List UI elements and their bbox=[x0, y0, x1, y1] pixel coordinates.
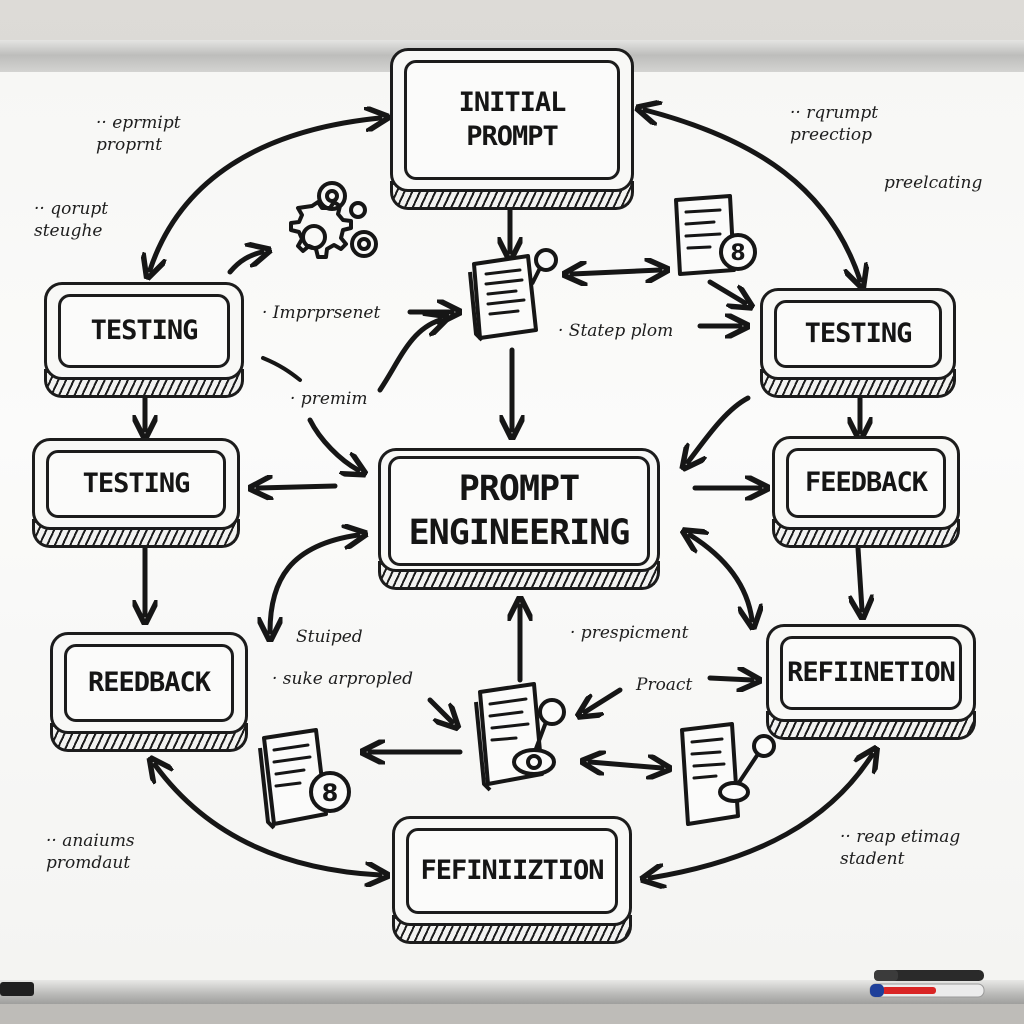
document-icon bbox=[468, 248, 558, 342]
arrow-right-up bbox=[688, 395, 751, 462]
annotation-bottom-left: ·· anaiums promdaut bbox=[46, 831, 135, 873]
wall-bottom bbox=[0, 1004, 1024, 1024]
node-feedback-left[interactable]: REEDBACK bbox=[50, 632, 248, 752]
document-badge-icon: 8 bbox=[674, 194, 757, 276]
node-testing-left-top[interactable]: TESTING bbox=[44, 282, 244, 398]
annotation-statep-plom: · Statep plom bbox=[558, 321, 674, 341]
document-badge-icon: 8 bbox=[258, 728, 351, 830]
arrow-right-curve bbox=[690, 535, 752, 620]
document-magnifier-icon bbox=[680, 722, 776, 826]
annotation-top-left-2: ·· qorupt steughe bbox=[34, 199, 109, 241]
annotation-top-right-2: preelcating bbox=[884, 173, 983, 193]
annotation-respicement: · prespicment bbox=[570, 623, 689, 643]
arrow-doc-mid-right bbox=[590, 762, 662, 768]
document-magnifier-icon bbox=[474, 682, 566, 792]
node-label-feedback: REEDBACK bbox=[64, 644, 234, 722]
arrow-bottom-right-loop bbox=[650, 755, 872, 878]
annotation-stuiped: Stuiped bbox=[296, 627, 363, 647]
annotation-improvement: · Imprprsenet bbox=[262, 303, 381, 323]
annotation-premim: · premim bbox=[290, 389, 368, 409]
annotation-bottom-right: ·· reap etimag stadent bbox=[840, 827, 961, 869]
marker-tray bbox=[0, 980, 1024, 1004]
node-initial-prompt[interactable]: INITIAL PROMPT bbox=[390, 48, 634, 210]
arrow-bottom-left-loop bbox=[155, 765, 380, 875]
node-prompt-engineering[interactable]: PROMPT ENGINEERING bbox=[378, 448, 660, 590]
arrow-proact-right bbox=[707, 678, 752, 680]
arrow-left-curve bbox=[270, 535, 358, 632]
node-label-feedback: FEEDBACK bbox=[786, 448, 946, 518]
arrow-center-left bbox=[258, 486, 338, 488]
arrow-top-left-loop bbox=[150, 118, 380, 270]
badge-number-bottom: 8 bbox=[322, 779, 339, 807]
arrow-sake bbox=[427, 697, 452, 722]
arrow-top-right-loop bbox=[645, 110, 860, 280]
node-refinement-right[interactable]: REFIINETION bbox=[766, 624, 976, 740]
arrow-right-feedback-down bbox=[858, 545, 862, 610]
arrow-doc-top-right bbox=[707, 279, 745, 303]
arrow-proact bbox=[585, 687, 623, 712]
annotation-project: Proact bbox=[636, 675, 693, 695]
node-refinement-bottom[interactable]: FEFINIIZTION bbox=[392, 816, 632, 944]
node-label-refinement: REFIINETION bbox=[780, 636, 962, 710]
node-label-testing: TESTING bbox=[46, 450, 226, 518]
annotation-top-right-1: ·· rqrumpt preectiop bbox=[790, 103, 879, 145]
node-testing-right[interactable]: TESTING bbox=[760, 288, 956, 398]
annotation-top-left-1: ·· eprmipt proprnt bbox=[96, 113, 181, 155]
arrow-premim bbox=[377, 320, 440, 393]
marker-pens bbox=[869, 970, 985, 998]
badge-number: 8 bbox=[730, 241, 745, 266]
node-label-initial-prompt: INITIAL PROMPT bbox=[404, 60, 620, 180]
arrow-to-center-left bbox=[307, 417, 358, 470]
node-label-definition: FEFINIIZTION bbox=[406, 828, 618, 914]
annotation-sake-arpropled: · suke arpropled bbox=[272, 669, 414, 689]
node-label-prompt-engineering: PROMPT ENGINEERING bbox=[388, 456, 650, 566]
node-feedback-right[interactable]: FEEDBACK bbox=[772, 436, 960, 548]
arrow-doc-right bbox=[572, 270, 660, 274]
node-label-testing: TESTING bbox=[774, 300, 942, 368]
node-label-testing: TESTING bbox=[58, 294, 230, 368]
eraser-corner bbox=[0, 982, 34, 996]
arrow-gears bbox=[227, 252, 262, 275]
node-testing-left-mid[interactable]: TESTING bbox=[32, 438, 240, 548]
gears-icon bbox=[289, 181, 378, 259]
